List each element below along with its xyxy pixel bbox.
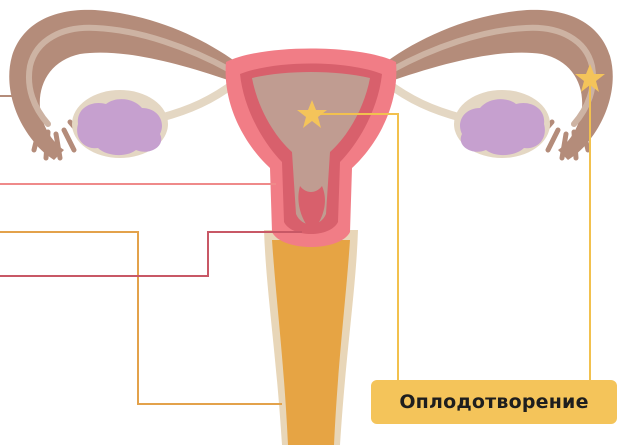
right-ovarian-ligament — [386, 82, 462, 118]
leader-line-vagina — [0, 232, 282, 404]
left-ovarian-ligament — [160, 82, 236, 118]
leader-line-cervix — [0, 232, 302, 276]
fertilization-label: Оплодотворение — [371, 380, 617, 424]
